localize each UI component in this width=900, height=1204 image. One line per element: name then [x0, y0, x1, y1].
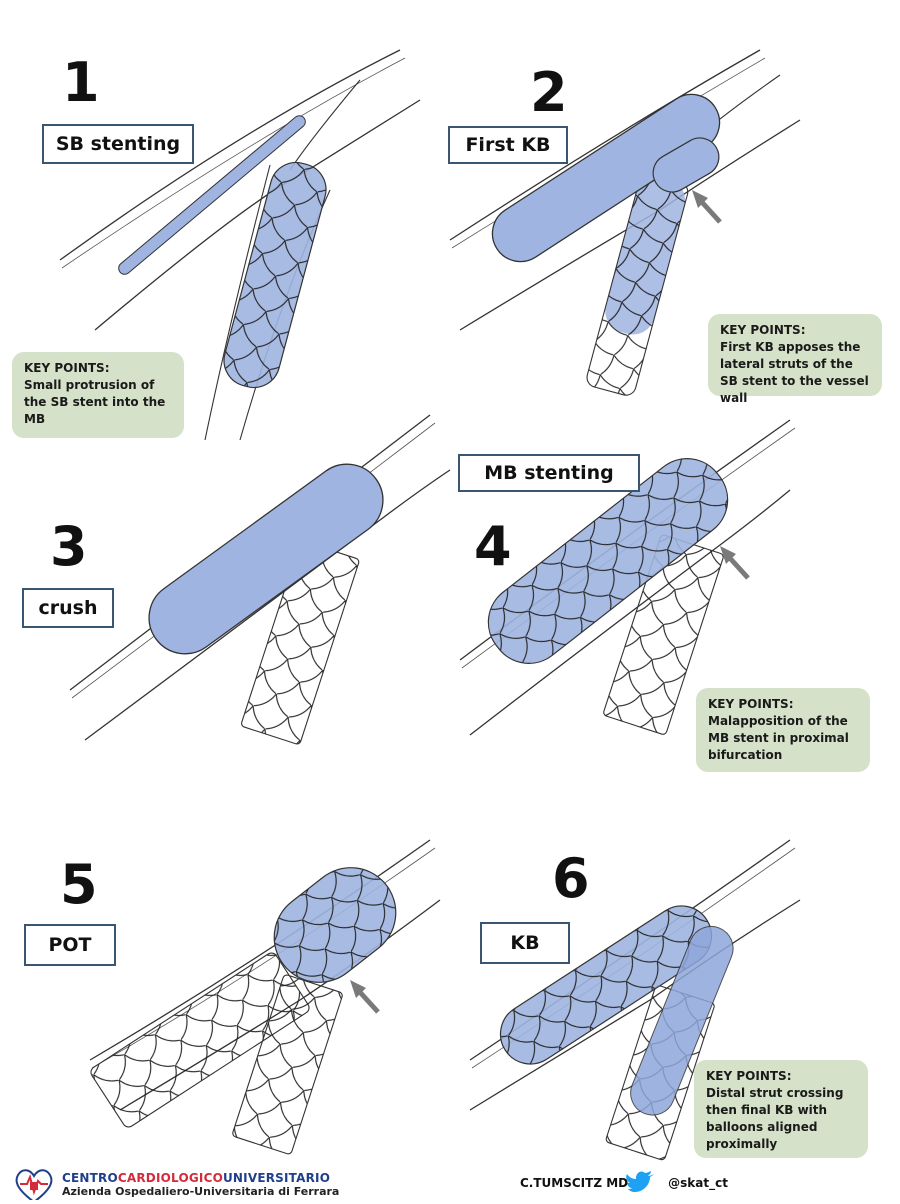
key-points-note-2: KEY POINTS: First KB apposes the lateral… — [708, 314, 882, 405]
vessel-wall — [469, 899, 801, 1111]
sb-stent — [586, 173, 689, 396]
step-number-3: 3 — [50, 515, 88, 578]
side-branch-wall — [204, 164, 271, 441]
step-label-3: crush — [22, 588, 114, 628]
vessel-wall — [89, 839, 431, 1061]
key-points-note-4: KEY POINTS: Malapposition of the MB sten… — [696, 688, 870, 772]
key-points-note-1: KEY POINTS: Small protrusion of the SB s… — [12, 352, 184, 438]
deflated-balloon — [118, 115, 306, 275]
vessel-wall — [449, 49, 761, 241]
key-points-body: First KB apposes the lateral struts of t… — [720, 340, 869, 406]
panel-6-drawing — [469, 839, 801, 1161]
arrow-icon — [692, 190, 722, 224]
vessel-wall — [61, 57, 406, 269]
step-number-6: 6 — [552, 847, 590, 910]
key-points-body: Distal strut crossing then final KB with… — [706, 1086, 844, 1152]
step-label-2: First KB — [448, 126, 568, 164]
key-points-heading: KEY POINTS: — [24, 361, 110, 375]
step-label-1: SB stenting — [42, 124, 194, 164]
arrow-icon — [350, 980, 380, 1014]
step-number-2: 2 — [530, 61, 568, 124]
vessel-wall — [59, 49, 401, 261]
mb-balloon — [491, 93, 721, 263]
key-points-heading: KEY POINTS: — [706, 1069, 792, 1083]
step-label-4: MB stenting — [458, 454, 640, 492]
crushed-sb-stent — [232, 974, 343, 1155]
institution-subtitle: Azienda Ospedaliero-Universitaria di Fer… — [62, 1184, 340, 1198]
panel-5-drawing — [89, 839, 441, 1155]
sb-kissing-balloon — [630, 925, 734, 1116]
author-credit: C.TUMSCITZ MD @skat_ct — [520, 1176, 728, 1190]
key-points-heading: KEY POINTS: — [720, 323, 806, 337]
mb-balloon — [148, 463, 384, 655]
sb-stent — [223, 161, 327, 389]
pot-balloon — [273, 867, 397, 983]
heart-logo-icon — [15, 1169, 53, 1200]
author-name: C.TUMSCITZ MD — [520, 1176, 629, 1190]
step-number-5: 5 — [60, 853, 98, 916]
mb-stent — [487, 458, 729, 664]
institution-logo: CENTROCARDIOLOGICOUNIVERSITARIO Azienda … — [12, 1166, 339, 1204]
step-number-4: 4 — [474, 515, 512, 578]
key-points-body: Malapposition of the MB stent in proxima… — [708, 714, 849, 763]
step-label-6: KB — [480, 922, 570, 964]
panel-4-drawing — [459, 419, 796, 736]
step-number-1: 1 — [62, 51, 100, 114]
panel-1-drawing — [59, 49, 421, 441]
sb-balloon — [652, 137, 720, 193]
panel-3-drawing — [69, 414, 451, 745]
twitter-handle: @skat_ct — [668, 1176, 728, 1190]
twitter-bird-icon — [626, 1171, 654, 1192]
mb-kissing-balloon — [499, 905, 713, 1065]
step-label-5: POT — [24, 924, 116, 966]
key-points-note-6: KEY POINTS: Distal strut crossing then f… — [694, 1060, 868, 1158]
institution-name: CENTROCARDIOLOGICOUNIVERSITARIO — [62, 1170, 331, 1185]
panel-2-drawing — [449, 49, 801, 396]
key-points-heading: KEY POINTS: — [708, 697, 794, 711]
arrow-icon — [720, 546, 750, 580]
key-points-body: Small protrusion of the SB stent into th… — [24, 378, 166, 427]
